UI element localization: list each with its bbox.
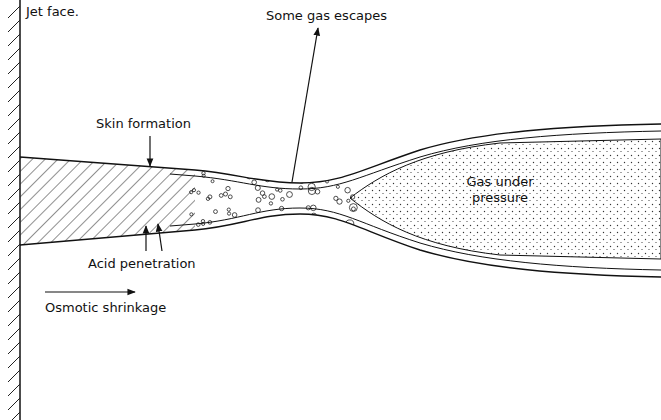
- gas-escape-label: Some gas escapes: [266, 8, 387, 23]
- hatch-stroke: [8, 370, 20, 382]
- leader-arrow: [145, 226, 146, 251]
- granule: [297, 219, 301, 223]
- hatch-stroke: [8, 412, 20, 420]
- granule: [270, 220, 275, 225]
- granule: [232, 213, 237, 218]
- hatch-stroke: [8, 188, 20, 200]
- hatch-stroke: [8, 174, 20, 186]
- hatch-stroke: [8, 244, 20, 256]
- granule: [351, 207, 355, 211]
- granule: [255, 185, 260, 190]
- granule: [226, 186, 230, 190]
- granule: [276, 188, 279, 191]
- granule: [269, 202, 272, 205]
- granule: [252, 180, 257, 185]
- skin-label: Skin formation: [96, 116, 191, 131]
- hatch-stroke: [8, 160, 20, 172]
- granule: [211, 180, 214, 183]
- granule: [336, 185, 339, 188]
- hatch-stroke: [8, 272, 20, 284]
- granule: [347, 199, 350, 202]
- hatch-stroke: [8, 104, 20, 116]
- solid-region-hatching: [20, 150, 195, 250]
- granule: [206, 197, 209, 200]
- granule: [269, 174, 273, 178]
- gas-bubble: Gas under pressure: [345, 130, 661, 270]
- granule: [287, 192, 293, 198]
- granule: [219, 194, 223, 198]
- granule: [263, 218, 268, 223]
- granule: [269, 194, 275, 200]
- granule: [263, 223, 269, 229]
- leader-arrow: [292, 28, 318, 182]
- granule: [311, 205, 317, 211]
- granule: [317, 220, 323, 226]
- granule: [281, 197, 285, 201]
- granule: [214, 210, 218, 214]
- granule: [197, 191, 200, 194]
- granule: [261, 219, 266, 224]
- hatch-stroke: [8, 398, 20, 410]
- granule: [223, 192, 227, 196]
- granule: [190, 191, 193, 194]
- shrinkage-arrow: [45, 291, 135, 292]
- hatch-stroke: [8, 328, 20, 340]
- granule: [296, 178, 300, 182]
- hatch-stroke: [8, 286, 20, 298]
- hatch-stroke: [8, 20, 20, 32]
- leader-arrow: [158, 224, 162, 251]
- granule: [296, 174, 301, 179]
- granule: [260, 173, 266, 179]
- hatch-stroke: [8, 300, 20, 312]
- hatch-stroke: [8, 342, 20, 354]
- hatch-stroke: [8, 202, 20, 214]
- hatch-stroke: [8, 216, 20, 228]
- hatch-stroke: [8, 384, 20, 396]
- jet-face-label: Jet face.: [26, 4, 79, 19]
- granule: [345, 187, 351, 193]
- granule: [315, 189, 320, 194]
- granule: [256, 208, 261, 213]
- granule: [270, 173, 274, 177]
- hatch-stroke: [8, 90, 20, 102]
- granule: [256, 197, 261, 202]
- granule: [337, 199, 342, 204]
- shrinkage-label: Osmotic shrinkage: [45, 300, 166, 315]
- hatch-stroke: [8, 6, 20, 18]
- hatch-stroke: [8, 62, 20, 74]
- acid-label: Acid penetration: [88, 256, 196, 271]
- granule: [263, 175, 266, 178]
- granule: [190, 213, 193, 216]
- bubble-shape: [350, 139, 661, 259]
- jet-face-hatching: [8, 6, 20, 420]
- granule: [260, 191, 265, 196]
- granule: [278, 189, 282, 193]
- hatch-stroke: [8, 230, 20, 242]
- granule: [227, 208, 230, 211]
- granule: [238, 172, 242, 176]
- leader-arrow: [149, 136, 150, 166]
- hatch-stroke: [8, 258, 20, 270]
- hatch-stroke: [8, 132, 20, 144]
- granule: [228, 195, 232, 199]
- granule: [227, 212, 230, 215]
- hatch-stroke: [8, 146, 20, 158]
- hatch-stroke: [8, 314, 20, 326]
- hatch-stroke: [8, 356, 20, 368]
- hatch-stroke: [8, 76, 20, 88]
- granule: [325, 217, 329, 221]
- hatch-stroke: [8, 48, 20, 60]
- granule: [349, 204, 357, 212]
- hatch-stroke: [8, 118, 20, 130]
- bubble-label: Gas under pressure: [455, 174, 545, 206]
- hatch-stroke: [8, 34, 20, 46]
